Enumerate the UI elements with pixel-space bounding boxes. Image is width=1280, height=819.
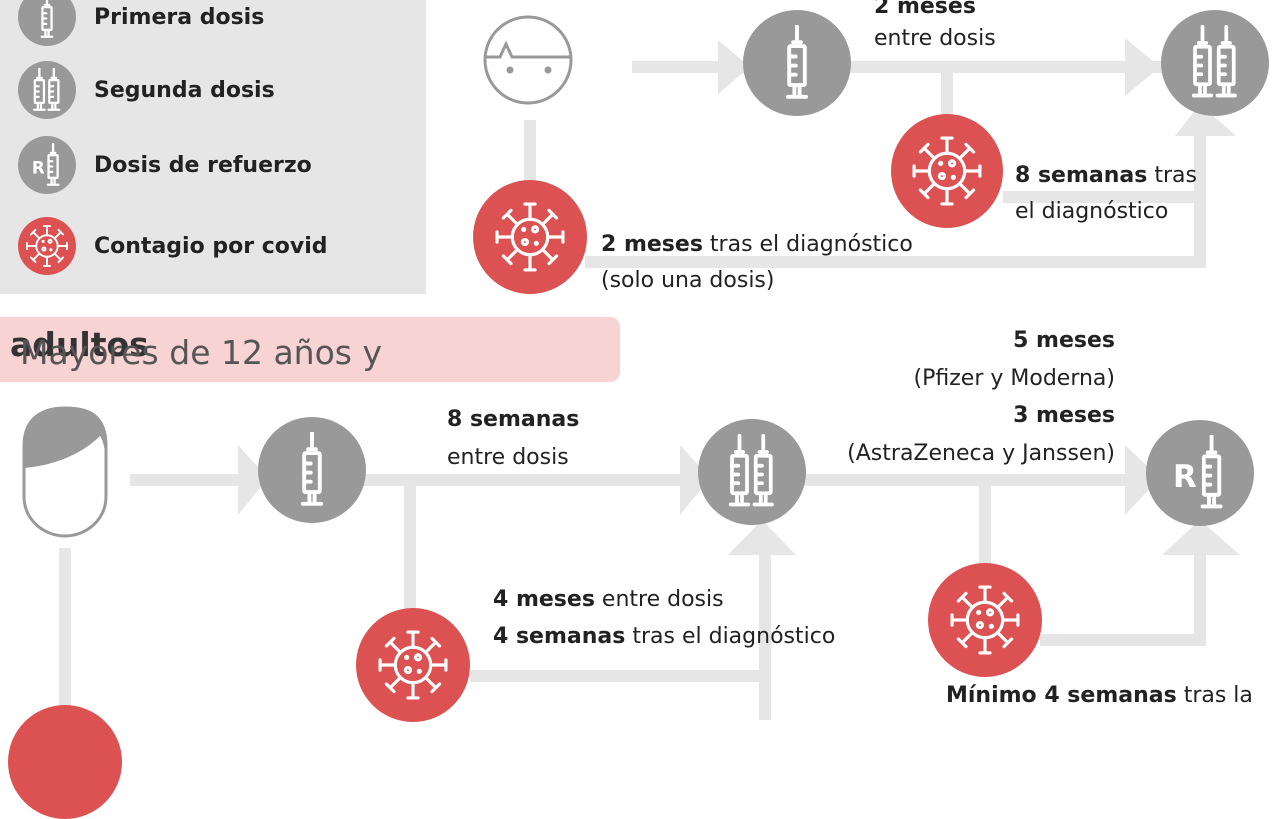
arrow-right [718,40,750,94]
legend-label: Contagio por covid [94,233,328,259]
arrow-up [728,520,796,555]
children-branch-line [524,120,536,185]
arrow-up [1175,104,1236,136]
virus-icon [495,202,565,272]
svg-text:R: R [1173,459,1197,495]
legend-item-first-dose: Primera dosis [18,0,264,46]
section-title-adults: Mayores de 12 años y adultos [0,317,620,382]
child-face-icon [483,15,573,105]
legend-item-booster: R Dosis de refuerzo [18,136,312,194]
adult-head-icon [22,406,108,538]
infection-node [891,114,1003,228]
adult-booster-interval-label: 5 meses(Pfizer y Moderna)3 meses(AstraZe… [847,328,1115,466]
syringe-icon [300,432,324,506]
first-dose-node [743,10,851,116]
arrow-right [680,445,710,515]
svg-text:R: R [32,158,45,177]
arrow-right [1125,445,1160,515]
children-main-line [632,61,1202,73]
children-infection-before-label: 2 meses tras el diagnóstico(solo una dos… [601,232,913,293]
infection-node [356,608,470,722]
children-infection-line [585,256,1206,268]
arrow-up [1162,520,1240,555]
legend-panel: Primera dosis Segunda dosis R Dosis de r… [0,0,426,294]
legend-label: Dosis de refuerzo [94,152,312,178]
first-dose-node [258,417,366,523]
legend-label: Primera dosis [94,4,265,30]
double-syringe-icon [1191,25,1237,98]
second-dose-node [698,419,806,525]
syringe-icon [18,0,76,46]
infection-node [473,180,587,294]
arrow-right [238,445,268,515]
legend-item-infection: Contagio por covid [18,217,328,275]
legend-label: Segunda dosis [94,77,275,103]
adult-main-line [130,474,1205,486]
virus-icon [950,585,1020,655]
infection-node [928,563,1042,677]
virus-icon [18,217,76,275]
double-syringe-icon [18,61,76,119]
adult-infection-after-second-label: Mínimo 4 semanas tras la [946,683,1253,708]
flow-connectors [59,38,1240,720]
booster-icon: R [18,136,76,194]
virus-icon [378,630,448,700]
infection-node [8,705,122,819]
syringe-icon [785,25,809,99]
double-syringe-icon [728,434,774,507]
booster-icon: R [1173,435,1223,509]
second-dose-node [1161,10,1269,116]
booster-node: R [1146,420,1254,526]
virus-icon [912,136,982,206]
legend-item-second-dose: Segunda dosis [18,61,275,119]
arrow-right [1125,38,1160,96]
